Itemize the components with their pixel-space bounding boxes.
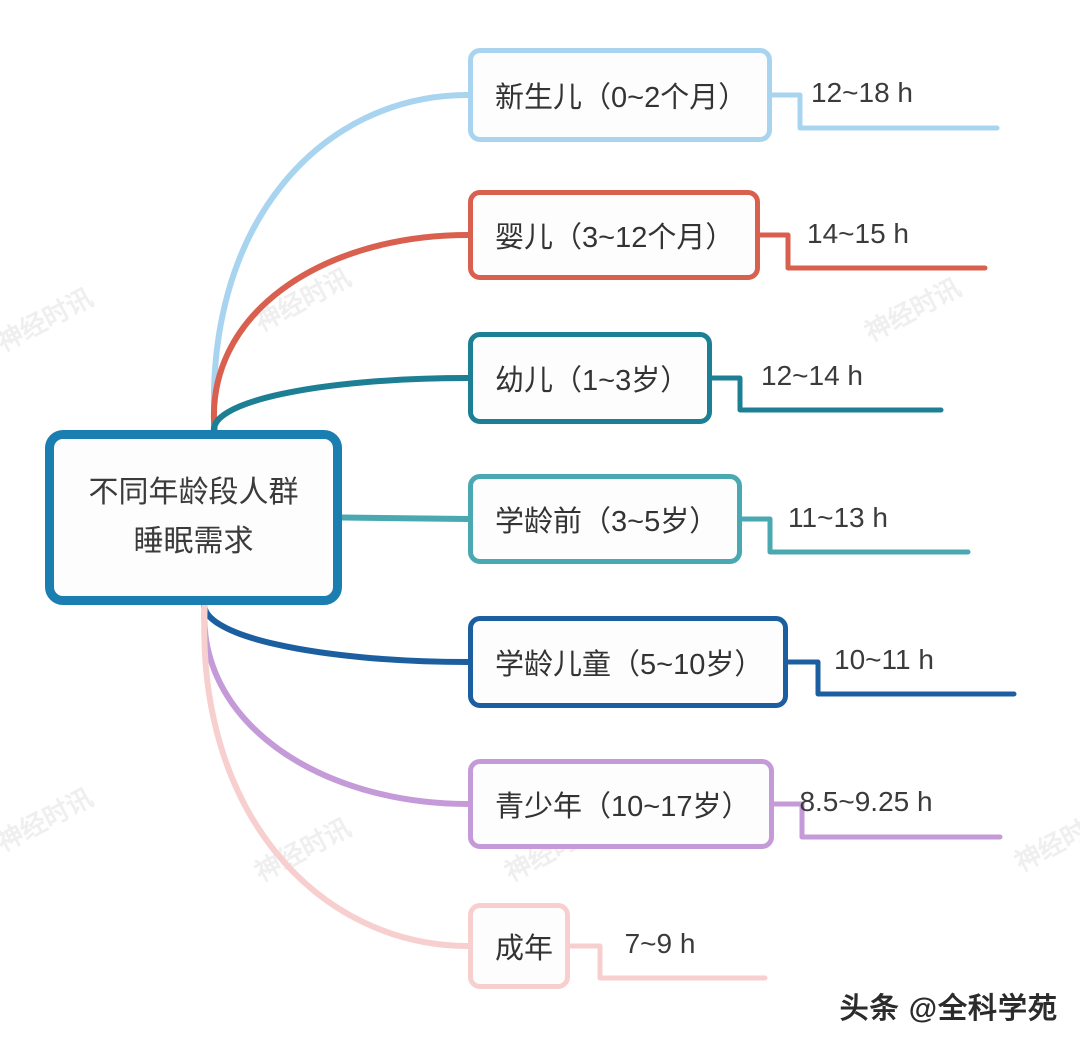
branch-value-4: 11~13 h bbox=[788, 502, 888, 533]
branch-value-5: 10~11 h bbox=[834, 644, 934, 675]
branch-node-label: 学龄儿童（5~10岁） bbox=[495, 649, 764, 681]
background-watermark: 神经时讯 bbox=[859, 272, 966, 348]
branch-node-label: 青少年（10~17岁） bbox=[495, 791, 751, 823]
branch-node-label: 婴儿（3~12个月） bbox=[495, 222, 735, 254]
branch-node-2[interactable]: 婴儿（3~12个月） bbox=[468, 190, 760, 280]
root-node-label-line1: 不同年龄段人群 bbox=[88, 475, 299, 509]
background-watermark: 神经时讯 bbox=[1009, 802, 1080, 878]
branch-value-7: 7~9 h bbox=[624, 928, 696, 959]
background-watermark: 神经时讯 bbox=[0, 282, 98, 358]
branch-value-6: 8.5~9.25 h bbox=[799, 786, 933, 817]
background-watermark: 神经时讯 bbox=[249, 262, 356, 338]
background-watermark: 神经时讯 bbox=[0, 782, 98, 858]
branch-value-1: 12~18 h bbox=[811, 77, 913, 108]
branch-node-3[interactable]: 幼儿（1~3岁） bbox=[468, 332, 712, 424]
credit-watermark: 头条 @全科学苑 bbox=[839, 993, 1058, 1025]
branch-node-label: 幼儿（1~3岁） bbox=[495, 365, 690, 397]
branch-node-7[interactable]: 成年 bbox=[468, 903, 570, 989]
branch-node-6[interactable]: 青少年（10~17岁） bbox=[468, 759, 774, 849]
branch-node-label: 学龄前（3~5岁） bbox=[495, 506, 719, 538]
branch-value-2: 14~15 h bbox=[807, 218, 909, 249]
branch-value-3: 12~14 h bbox=[761, 360, 863, 391]
background-watermark: 神经时讯 bbox=[249, 812, 356, 888]
branch-node-label: 成年 bbox=[495, 933, 554, 965]
branch-node-1[interactable]: 新生儿（0~2个月） bbox=[468, 48, 772, 142]
root-node[interactable]: 不同年龄段人群 睡眠需求 bbox=[45, 430, 342, 605]
branch-node-4[interactable]: 学龄前（3~5岁） bbox=[468, 474, 742, 564]
branch-node-label: 新生儿（0~2个月） bbox=[495, 82, 748, 114]
root-node-label-line2: 睡眠需求 bbox=[133, 524, 254, 558]
branch-node-5[interactable]: 学龄儿童（5~10岁） bbox=[468, 616, 788, 708]
